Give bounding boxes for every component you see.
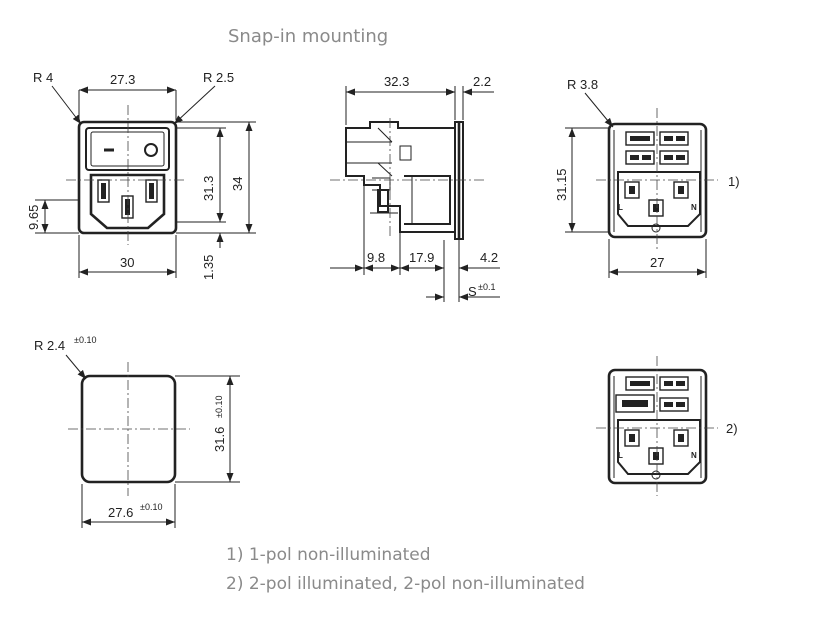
rear-view-1: L N R 3.8 31.15 27 1) — [554, 77, 740, 278]
drawing-title: Snap-in mounting — [228, 26, 388, 47]
dim-rear-radius: R 3.8 — [567, 77, 598, 92]
dim-side-s-tolerance: ±0.1 — [478, 282, 495, 292]
dim-front-height: 34 — [230, 177, 245, 191]
dim-side-d3: 4.2 — [480, 250, 498, 265]
dim-cutout-radius-tolerance: ±0.10 — [74, 335, 96, 345]
dim-front-width: 30 — [120, 255, 134, 270]
dim-side-d1: 9.8 — [367, 250, 385, 265]
dim-inlet-offset: 9.65 — [26, 205, 41, 230]
side-inlet — [404, 175, 451, 225]
dim-cutout-width-tolerance: ±0.10 — [140, 502, 162, 512]
rear-pin-l-1: L — [618, 203, 623, 212]
dim-cutout-height-tolerance: ±0.10 — [214, 396, 224, 418]
dim-side-depth: 32.3 — [384, 74, 409, 89]
rear-note-1: 1) — [728, 174, 740, 189]
note-1: 1) 1-pol non-illuminated — [226, 545, 431, 565]
dim-cutout-width: 27.6 — [108, 505, 133, 520]
rear-pin-l-2: L — [618, 451, 623, 460]
dim-cutout-radius: R 2.4 — [34, 338, 65, 353]
rocker-switch — [90, 131, 165, 167]
rear-view-2: L N 2) — [596, 356, 738, 496]
front-view: 27.3 R 4 R 2.5 34 31.3 1.35 9.65 30 — [26, 70, 256, 280]
rear-pin-n-1: N — [691, 203, 697, 212]
side-view: 32.3 2.2 9.8 17.9 4.2 S ±0.1 — [330, 74, 500, 302]
rear-note-2: 2) — [726, 421, 738, 436]
dim-side-d2: 17.9 — [409, 250, 434, 265]
rear-housing-2 — [607, 368, 708, 485]
dim-side-s: S — [468, 284, 477, 299]
iec-inlet-outline — [89, 173, 166, 230]
panel-cutout: R 2.4 ±0.10 31.6 ±0.10 27.6 ±0.10 — [34, 335, 240, 528]
switch-on-symbol — [144, 143, 158, 157]
rear-pin-n-2: N — [691, 451, 697, 460]
rear-housing-1 — [607, 122, 708, 239]
dim-rear-width: 27 — [650, 255, 664, 270]
dim-rear-height: 31.15 — [554, 168, 569, 201]
dim-front-height-inner: 31.3 — [201, 176, 216, 201]
dim-cutout-height: 31.6 — [212, 427, 227, 452]
rocker-switch-frame — [85, 127, 170, 171]
dim-front-radius: R 4 — [33, 70, 53, 85]
note-2: 2) 2-pol illuminated, 2-pol non-illumina… — [226, 574, 585, 594]
dim-side-flange: 2.2 — [473, 74, 491, 89]
front-housing — [77, 120, 178, 235]
dim-front-bottom-offset: 1.35 — [201, 255, 216, 280]
dim-front-width-top: 27.3 — [110, 72, 135, 87]
dim-switch-radius: R 2.5 — [203, 70, 234, 85]
